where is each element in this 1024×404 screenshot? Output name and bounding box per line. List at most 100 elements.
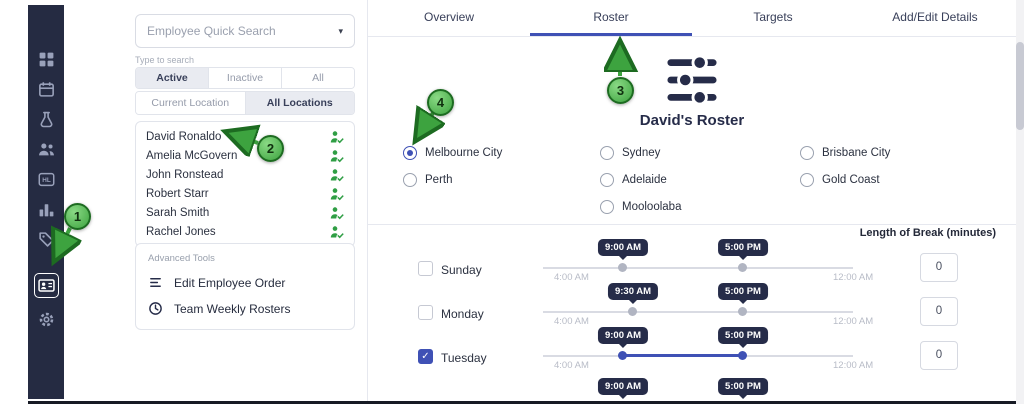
radio-icon[interactable]: [600, 146, 614, 160]
slider-end-tooltip: 5:00 PM: [718, 283, 768, 300]
team-weekly-rosters-label: Team Weekly Rosters: [174, 301, 291, 316]
tab-add-edit-details[interactable]: Add/Edit Details: [892, 9, 978, 24]
employee-card-icon: [37, 277, 55, 294]
gear-icon[interactable]: [38, 311, 55, 328]
type-to-search-label: Type to search: [135, 55, 195, 65]
radio-icon[interactable]: [800, 146, 814, 160]
slider-start-tooltip: 9:00 AM: [597, 327, 649, 344]
stats-icon[interactable]: [38, 201, 55, 218]
location-filter-group: Current Location All Locations: [135, 91, 355, 115]
annotation-step-2: 2: [257, 135, 284, 162]
scrollbar-thumb[interactable]: [1016, 42, 1024, 130]
tab-overview[interactable]: Overview: [423, 9, 474, 24]
list-item-robert-starr[interactable]: Robert Starr: [136, 184, 354, 203]
edit-employee-order-item[interactable]: Edit Employee Order: [148, 275, 342, 290]
edit-employee-order-label: Edit Employee Order: [174, 275, 286, 290]
slider-end-tooltip: 5:00 PM: [718, 378, 768, 395]
list-item-rachel-jones[interactable]: Rachel Jones: [136, 222, 354, 241]
scrollbar-track[interactable]: [1016, 0, 1024, 404]
employee-search-panel: Employee Quick Search ▾ Type to search A…: [64, 0, 368, 404]
annotation-step-1: 1: [64, 203, 91, 230]
location-option-brisbane-city[interactable]: Brisbane City: [800, 146, 890, 160]
flask-icon[interactable]: [38, 111, 55, 128]
break-minutes-input-tuesday[interactable]: 0: [920, 341, 958, 370]
hl-badge-icon[interactable]: HL: [38, 171, 55, 188]
location-option-mooloolaba[interactable]: Mooloolaba: [600, 200, 681, 214]
slider-handle-end[interactable]: [738, 307, 747, 316]
employee-active-icon: [330, 225, 344, 239]
sliders-icon: [660, 54, 724, 111]
team-icon[interactable]: [38, 141, 55, 158]
calendar-icon[interactable]: [38, 81, 55, 98]
dashboard-icon[interactable]: [38, 51, 55, 68]
employee-name: John Ronstead: [146, 168, 224, 181]
annotation-step-3: 3: [607, 77, 634, 104]
radio-icon[interactable]: [403, 173, 417, 187]
location-option-sydney[interactable]: Sydney: [600, 146, 660, 160]
radio-selected-icon[interactable]: [403, 146, 417, 160]
list-item-amelia-mcgovern[interactable]: Amelia McGovern: [136, 146, 354, 165]
roster-row-partial: 9:00 AM 5:00 PM: [368, 368, 1016, 404]
break-minutes-input-monday[interactable]: 0: [920, 297, 958, 326]
location-option-perth[interactable]: Perth: [403, 173, 453, 187]
employee-name: Robert Starr: [146, 187, 209, 200]
radio-icon[interactable]: [600, 173, 614, 187]
slider-end-tooltip: 5:00 PM: [718, 239, 768, 256]
time-slider-track[interactable]: [543, 267, 853, 269]
status-filter-all[interactable]: All: [281, 68, 354, 88]
slider-handle-start[interactable]: [628, 307, 637, 316]
location-option-melbourne-city[interactable]: Melbourne City: [403, 146, 502, 160]
roster-main-area: Overview Roster Targets Add/Edit Details…: [368, 0, 1016, 404]
time-slider-track[interactable]: [543, 311, 853, 313]
employee-active-icon: [330, 149, 344, 163]
radio-icon[interactable]: [600, 200, 614, 214]
list-item-john-ronstead[interactable]: John Ronstead: [136, 165, 354, 184]
page-title: David's Roster: [639, 112, 745, 129]
slider-max-label: 12:00 AM: [833, 360, 874, 371]
slider-min-label: 4:00 AM: [554, 272, 589, 283]
radio-icon[interactable]: [800, 173, 814, 187]
hl-badge-label: HL: [42, 177, 51, 184]
location-filter-all[interactable]: All Locations: [244, 92, 354, 114]
day-checkbox-tuesday[interactable]: ✓: [418, 349, 433, 364]
slider-start-tooltip: 9:30 AM: [607, 283, 659, 300]
reorder-list-icon: [148, 275, 163, 290]
slider-min-label: 4:00 AM: [554, 360, 589, 371]
break-length-header: Length of Break (minutes): [859, 227, 996, 239]
employee-quick-search-placeholder: Employee Quick Search: [147, 24, 276, 38]
app-sidebar: HL: [28, 5, 64, 399]
list-item-sarah-smith[interactable]: Sarah Smith: [136, 203, 354, 222]
break-minutes-input-sunday[interactable]: 0: [920, 253, 958, 282]
tab-targets[interactable]: Targets: [753, 9, 793, 24]
sidebar-item-employee-card-active[interactable]: [33, 273, 59, 298]
status-filter-inactive[interactable]: Inactive: [208, 68, 281, 88]
tab-roster[interactable]: Roster: [530, 0, 692, 36]
list-item-david-ronaldo[interactable]: David Ronaldo: [136, 127, 354, 146]
employee-active-icon: [330, 168, 344, 182]
team-weekly-rosters-item[interactable]: Team Weekly Rosters: [148, 301, 342, 316]
day-label: Tuesday: [441, 351, 487, 365]
day-checkbox-sunday[interactable]: [418, 261, 433, 276]
employee-quick-search-select[interactable]: Employee Quick Search ▾: [135, 14, 355, 48]
slider-handle-start[interactable]: [618, 351, 627, 360]
slider-handle-end[interactable]: [738, 263, 747, 272]
slider-start-tooltip: 9:00 AM: [597, 239, 649, 256]
location-option-adelaide[interactable]: Adelaide: [600, 173, 667, 187]
location-filter-current[interactable]: Current Location: [136, 92, 245, 114]
employee-name: Sarah Smith: [146, 206, 210, 219]
status-filter-active[interactable]: Active: [136, 68, 208, 88]
clock-icon: [148, 301, 163, 316]
roster-row-monday: 9:30 AM 5:00 PM Monday 4:00 AM 12:00 AM …: [368, 280, 1016, 327]
location-option-gold-coast[interactable]: Gold Coast: [800, 173, 880, 187]
employee-name: David Ronaldo: [146, 130, 222, 143]
day-label: Monday: [441, 307, 484, 321]
checkmark-icon: ✓: [421, 350, 430, 362]
employee-active-icon: [330, 206, 344, 220]
slider-handle-start[interactable]: [618, 263, 627, 272]
day-checkbox-monday[interactable]: [418, 305, 433, 320]
roster-tab-bar: Overview Roster Targets Add/Edit Details: [368, 0, 1016, 37]
tag-icon[interactable]: [38, 231, 55, 248]
slider-handle-end[interactable]: [738, 351, 747, 360]
employee-active-icon: [330, 130, 344, 144]
